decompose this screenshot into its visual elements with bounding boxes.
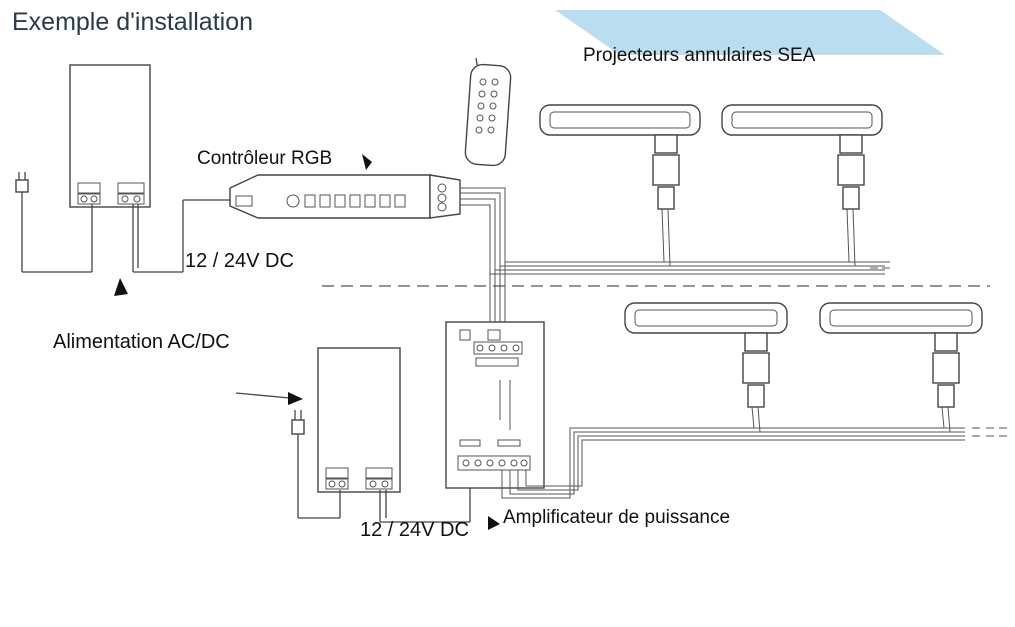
- power-supply-top: [69, 64, 151, 208]
- wires-amplifier-to-projectors: [501, 427, 965, 499]
- power-supply-bottom: [317, 347, 401, 493]
- wires-controller-to-projectors: [460, 187, 885, 330]
- label-projectors: Projecteurs annulaires SEA: [583, 45, 816, 66]
- arrow-plug-bottom: [235, 392, 303, 405]
- plug-icon-bottom: [291, 410, 341, 519]
- label-voltage-top: 12 / 24V DC: [185, 250, 294, 272]
- remote-control-icon: [464, 57, 512, 167]
- header-banner: [555, 10, 945, 55]
- rgb-controller: [229, 174, 461, 219]
- arrow-power-supply: [114, 278, 128, 296]
- wire-psu-to-controller: [132, 199, 236, 273]
- page-title: Exemple d'installation: [12, 8, 254, 36]
- label-controller: Contrôleur RGB: [197, 148, 333, 169]
- projector-top-2: [721, 104, 883, 267]
- projector-bottom-2: [819, 302, 983, 433]
- label-power-supply: Alimentation AC/DC: [53, 331, 230, 353]
- continuation-marks-top: [870, 261, 890, 269]
- power-amplifier: [445, 321, 545, 489]
- arrow-controller: [362, 154, 372, 170]
- projector-bottom-1: [624, 302, 788, 433]
- projector-top-1: [539, 104, 701, 267]
- label-amplifier: Amplificateur de puissance: [503, 507, 731, 528]
- arrow-amplifier: [488, 516, 500, 530]
- plug-icon-top: [15, 172, 93, 273]
- continuation-marks-bottom: [972, 427, 1007, 437]
- label-voltage-bottom: 12 / 24V DC: [360, 519, 469, 541]
